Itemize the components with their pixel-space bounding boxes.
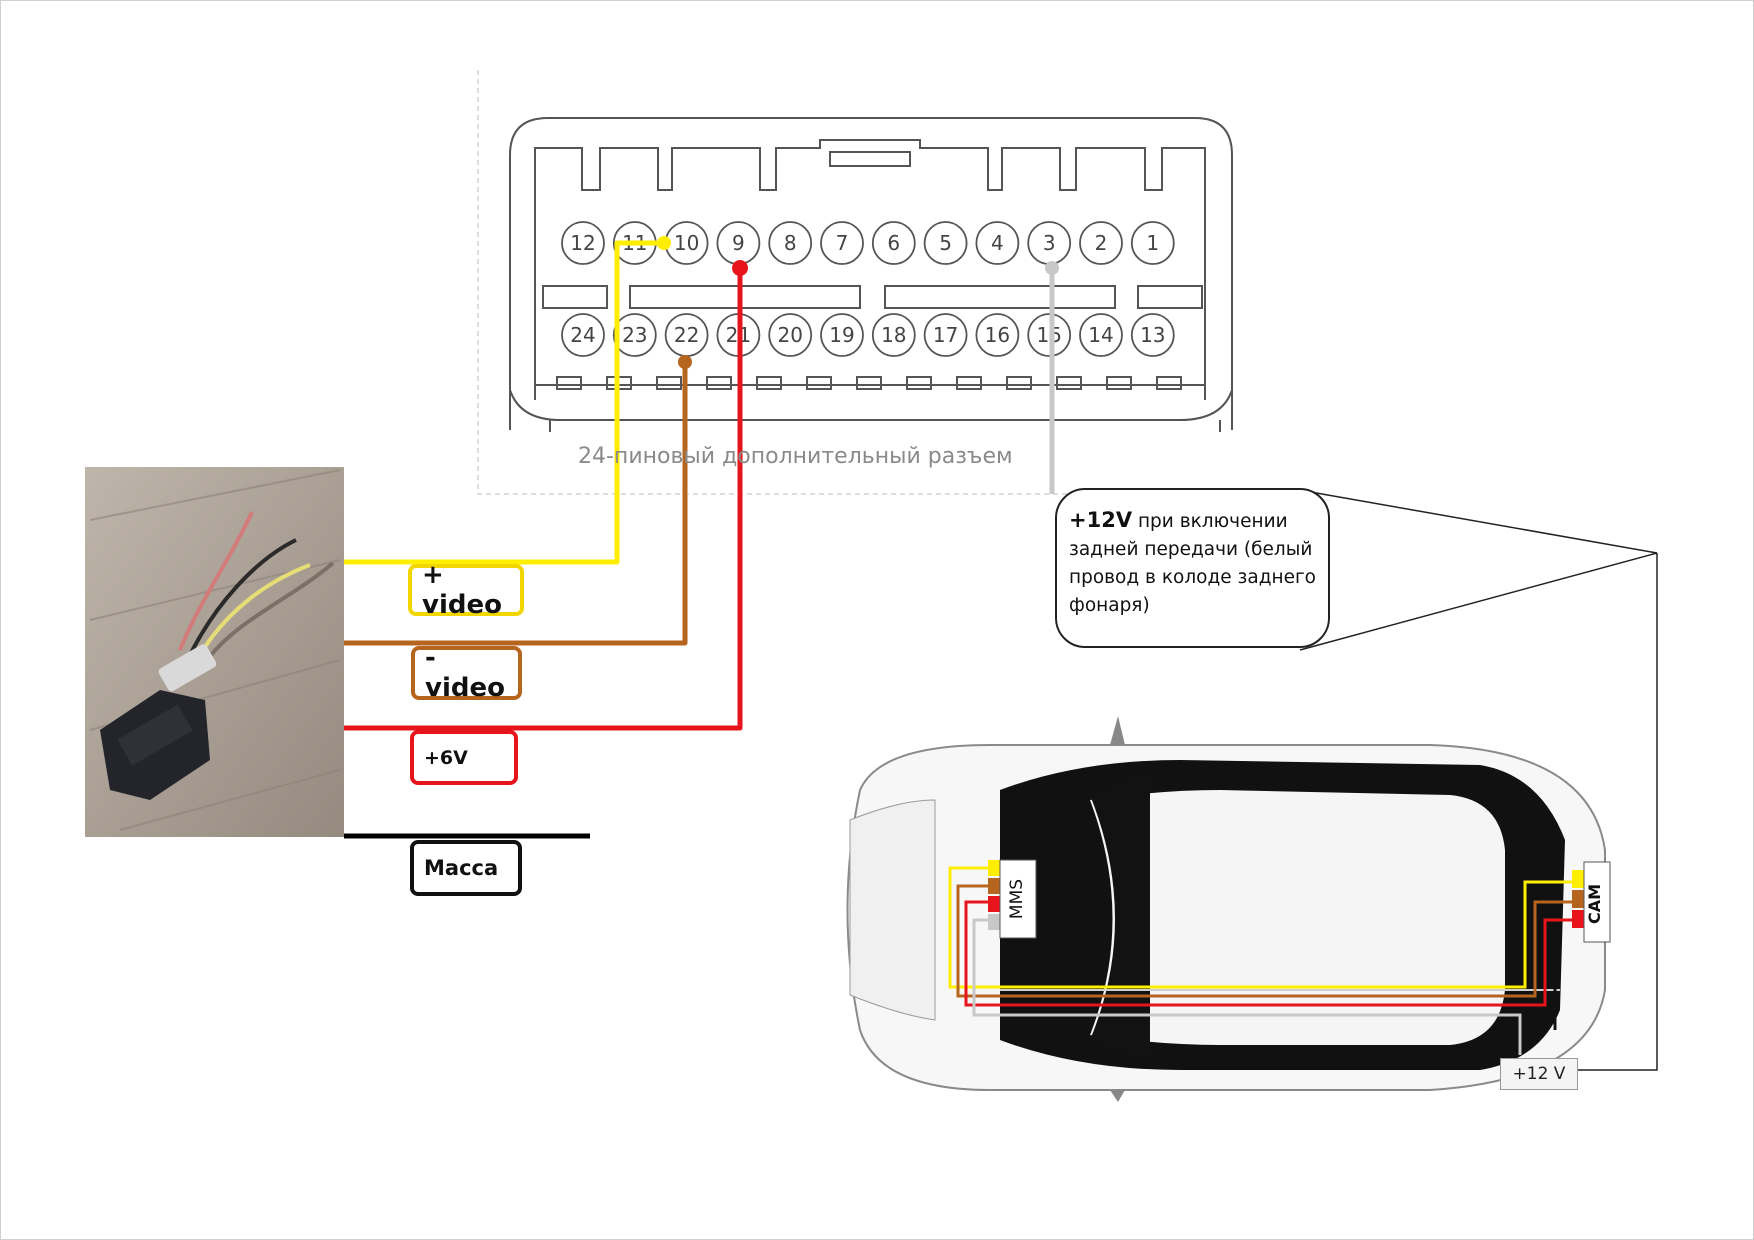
connector-key-right [1137, 285, 1203, 309]
pin-17 [923, 313, 968, 357]
pin-3-dot [1045, 261, 1059, 275]
pin-5 [923, 221, 968, 265]
pin-19 [820, 313, 864, 357]
connector-frame-dashed [477, 70, 1240, 495]
car-wire-grey [972, 918, 1522, 1055]
connector-drawing [509, 117, 1233, 432]
pin-label-1: 1 [1146, 231, 1159, 255]
pin-1 [1130, 221, 1175, 265]
pin-label-16: 16 [985, 323, 1010, 347]
connector-outer-bottom [509, 389, 1233, 421]
pin-23 [612, 313, 657, 357]
pin-label-2: 2 [1095, 231, 1108, 255]
connector-key-mid-left [629, 285, 861, 309]
pin-label-19: 19 [829, 323, 854, 347]
pin-14 [1079, 313, 1123, 357]
pin-15 [1027, 313, 1072, 357]
label-plus-6v: +6V [410, 730, 518, 785]
pin-label-24: 24 [570, 323, 595, 347]
connector-outer [509, 117, 1233, 430]
pin-22-dot [678, 355, 692, 369]
pin-20 [768, 313, 813, 357]
pin-4 [975, 221, 1020, 265]
pin-10-dot [657, 236, 671, 250]
power-12v-tag: +12 V [1500, 1058, 1578, 1090]
pin-16 [975, 313, 1020, 357]
car-wire-yellow [948, 866, 1572, 989]
pin-6 [871, 221, 916, 265]
pin-label-14: 14 [1088, 323, 1113, 347]
pin-label-10: 10 [674, 231, 699, 255]
pin-label-17: 17 [933, 323, 958, 347]
pin-18 [871, 313, 916, 357]
pin-label-13: 13 [1140, 323, 1165, 347]
pin-label-20: 20 [777, 323, 802, 347]
label-minus-video: - video [411, 643, 522, 703]
pin-label-22: 22 [674, 323, 699, 347]
wire-minus-video [344, 362, 688, 646]
wire-plus-video [344, 240, 664, 565]
cam-label: CAM [1585, 883, 1604, 925]
pin-label-23: 23 [622, 323, 647, 347]
label-ground: Масса [410, 840, 522, 896]
connector-key-left [542, 285, 608, 309]
pin-label-5: 5 [939, 231, 952, 255]
connector-latch [829, 151, 911, 167]
connector-key-mid-right [884, 285, 1116, 309]
connector-terminals [556, 376, 1182, 390]
cam-connector-stripes [1572, 870, 1584, 928]
note-text: при включении задней передачи (белый про… [1069, 511, 1317, 616]
note-callout-lines [1299, 490, 1658, 1071]
mms-label: MMS [1007, 878, 1027, 920]
car-wire-red [964, 900, 1572, 1007]
wire-plus-6v [344, 268, 743, 731]
pin-12 [561, 221, 605, 265]
pin-label-3: 3 [1043, 231, 1056, 255]
pin-label-9: 9 [732, 231, 745, 255]
cam-box [1583, 861, 1611, 943]
pin-label-4: 4 [991, 231, 1004, 255]
connector-caption: 24-пиновый дополнительный разъем [578, 444, 1013, 469]
car-wire-brown [956, 884, 1572, 998]
connector-inner [534, 139, 1206, 400]
car-top-view-icon [846, 716, 1606, 1102]
pin-9-dot [732, 260, 748, 276]
pin-label-18: 18 [881, 323, 906, 347]
pin-13 [1130, 313, 1175, 357]
label-plus-video: + video [408, 560, 524, 620]
pin-label-15: 15 [1036, 323, 1061, 347]
pin-24 [561, 313, 605, 357]
pin-2 [1079, 221, 1123, 265]
note-voltage: +12V [1069, 508, 1133, 532]
pin-label-8: 8 [784, 231, 797, 255]
pin-8 [768, 221, 813, 265]
pin-label-6: 6 [887, 231, 900, 255]
mms-box [999, 859, 1037, 939]
pin-7 [820, 221, 864, 265]
reverse-signal-note: +12V при включении задней передачи (белы… [1055, 488, 1330, 648]
mms-connector-stripes [988, 860, 1000, 930]
pin-label-7: 7 [836, 231, 849, 255]
pin-label-12: 12 [570, 231, 595, 255]
connector-photo-icon [85, 467, 344, 837]
